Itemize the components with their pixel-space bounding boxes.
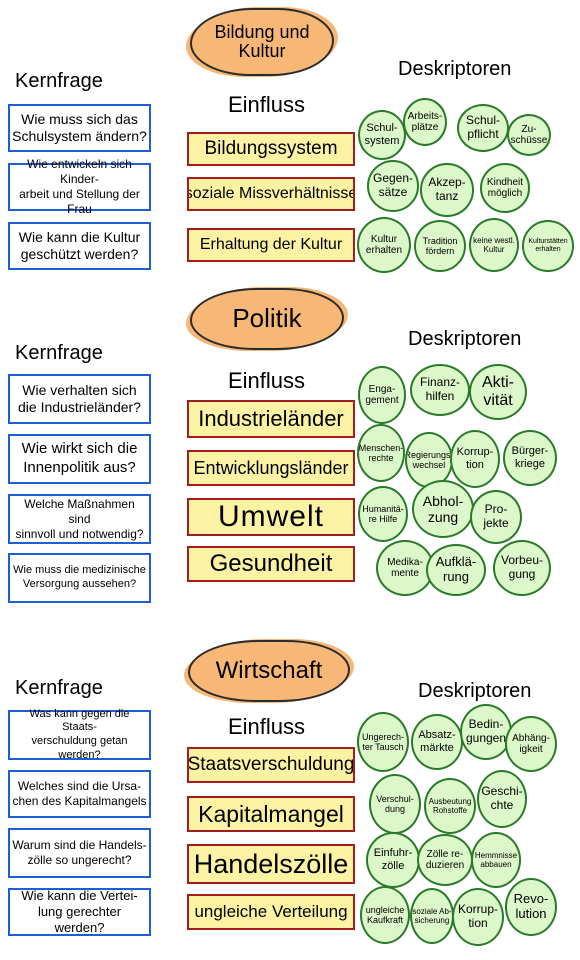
influence-box: Entwicklungsländer [187, 450, 355, 486]
descriptor-bubble: keine westl. Kultur [469, 218, 519, 272]
descriptor-bubble: Abhol- zung [412, 480, 474, 538]
einfluss-heading: Einfluss [228, 92, 306, 117]
question-box: Wie verhalten sich die Industrieländer? [8, 374, 151, 424]
descriptor-bubble: Kultur erhalten [357, 217, 411, 273]
topic-title: Bildung und Kultur [214, 22, 310, 61]
influence-box: Handelszölle [187, 844, 355, 884]
influence-box: soziale Missverhältnisse [187, 177, 355, 211]
descriptor-bubble: Abhäng- igkeit [505, 716, 557, 772]
influence-box: Bildungssystem [187, 132, 355, 166]
question-box: Wie muss die medizinische Versorgung aus… [8, 553, 151, 603]
descriptor-bubble: Pro- jekte [470, 490, 522, 544]
descriptor-bubble: ungleiche Kaufkraft [360, 886, 410, 944]
descriptor-bubble: Ausbeutung Rohstoffe [424, 778, 476, 834]
descriptor-bubble: Bedin- gungen [460, 704, 512, 760]
question-box: Welches sind die Ursa- chen des Kapitalm… [8, 770, 151, 818]
descriptor-bubble: Bürger- kriege [503, 430, 557, 486]
descriptor-bubble: Schul- system [358, 110, 406, 160]
descriptor-bubble: Korrup- tion [450, 430, 500, 488]
topic-title: Wirtschaft [215, 657, 323, 685]
descriptor-bubble: Aufklä- rung [426, 544, 486, 596]
influence-box: ungleiche Verteilung [187, 894, 355, 930]
descriptor-bubble: Regierungs- wechsel [405, 432, 453, 488]
descriptor-bubble: Arbeits- plätze [403, 98, 447, 146]
influence-box: Gesundheit [187, 546, 355, 582]
topic-cloud-bildung-kultur: Bildung und Kultur [190, 8, 334, 76]
descriptor-bubble: Zölle re- duzieren [417, 834, 473, 886]
descriptor-bubble: Enga- gement [358, 366, 406, 424]
descriptor-bubble: Verschul- dung [369, 774, 421, 834]
descriptor-bubble: Ungerech- ter Tausch [357, 712, 409, 772]
deskriptoren-heading: Deskriptoren [398, 58, 512, 80]
question-box: Wie entwickeln sich Kinder- arbeit und S… [8, 157, 151, 216]
descriptor-bubble: Akti- vität [469, 364, 527, 420]
deskriptoren-heading: Deskriptoren [418, 680, 532, 702]
descriptor-bubble: Korrup- tion [452, 888, 504, 946]
einfluss-heading: Einfluss [228, 714, 306, 739]
descriptor-bubble: Menschen- rechte [357, 424, 405, 482]
descriptor-bubble: Einfuhr- zölle [366, 832, 420, 888]
descriptor-bubble: Zu- schüsse [507, 114, 551, 156]
descriptor-bubble: Vorbeu- gung [493, 540, 551, 596]
descriptor-bubble: Revo- lution [505, 878, 557, 936]
influence-box: Erhaltung der Kultur [187, 228, 355, 262]
influence-box: Staatsverschuldung [187, 747, 355, 783]
influence-box: Umwelt [187, 498, 355, 536]
descriptor-bubble: Finanz- hilfen [410, 364, 470, 416]
influence-box: Industrieländer [187, 400, 355, 438]
descriptor-bubble: Humanitä- re Hilfe [358, 486, 408, 542]
descriptor-bubble: Absatz- märkte [411, 714, 463, 770]
descriptor-bubble: Kindheit möglich [480, 163, 530, 213]
einfluss-heading: Einfluss [228, 368, 306, 393]
kernfrage-heading: Kernfrage [15, 677, 103, 699]
kernfrage-heading: Kernfrage [15, 70, 103, 92]
topic-cloud-politik: Politik [190, 288, 344, 350]
question-box: Wie kann die Kultur geschützt werden? [8, 222, 151, 270]
descriptor-bubble: Tradition fördern [414, 220, 466, 272]
descriptor-bubble: Schul- pflicht [457, 104, 509, 152]
question-box: Warum sind die Handels- zölle so ungerec… [8, 828, 151, 878]
descriptor-bubble: soziale Ab- sicherung [410, 888, 454, 944]
question-box: Welche Maßnahmen sind sinnvoll und notwe… [8, 494, 151, 544]
descriptor-bubble: Hemmnisse abbauen [471, 832, 521, 888]
question-box: Was kann gegen die Staats- verschuldung … [8, 708, 151, 761]
question-box: Wie muss sich das Schulsystem ändern? [8, 104, 151, 152]
influence-box: Kapitalmangel [187, 796, 355, 832]
question-box: Wie wirkt sich die Innenpolitik aus? [8, 434, 151, 484]
descriptor-bubble: Gegen- sätze [367, 160, 419, 212]
question-box: Wie kann die Vertei- lung gerechter werd… [8, 888, 151, 936]
topic-cloud-wirtschaft: Wirtschaft [188, 640, 350, 702]
deskriptoren-heading: Deskriptoren [408, 328, 522, 350]
descriptor-bubble: Kulturstätten erhalten [522, 220, 574, 272]
descriptor-bubble: Geschi- chte [477, 770, 527, 828]
topic-title: Politik [232, 303, 302, 334]
kernfrage-heading: Kernfrage [15, 342, 103, 364]
descriptor-bubble: Akzep- tanz [420, 163, 474, 217]
